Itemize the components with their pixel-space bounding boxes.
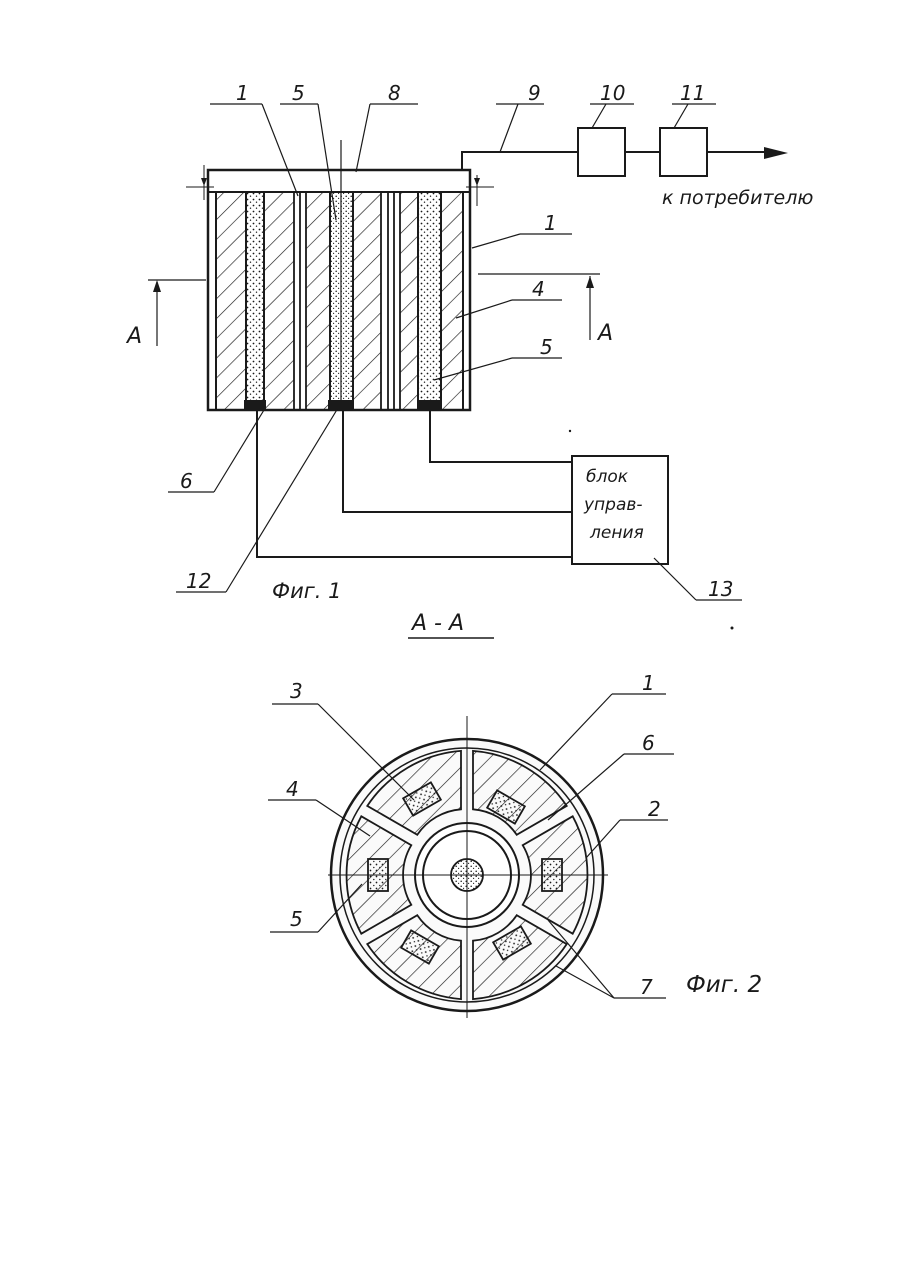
callout-10: 10: [600, 81, 625, 105]
fuel-rod-left: [244, 192, 266, 410]
section-title: А - А: [410, 611, 464, 636]
control-block: блок управ- ления: [257, 410, 668, 564]
callout-fig2-3: 3: [290, 679, 303, 703]
callout-fig2-7: 7: [640, 975, 653, 999]
box-11: [660, 128, 707, 176]
control-block-line-2: управ-: [583, 495, 643, 515]
callout-4: 4: [532, 277, 545, 301]
callout-12: 12: [186, 569, 211, 593]
control-block-line-1: блок: [586, 467, 629, 487]
figure-1-caption: Фиг. 1: [272, 579, 341, 603]
callout-fig2-5: 5: [290, 907, 303, 931]
section-letter-right: А: [596, 321, 613, 346]
callout-fig2-1: 1: [642, 671, 655, 695]
fuel-rod-right: [417, 192, 442, 410]
callout-7: 1: [236, 81, 249, 105]
callout-8: 8: [388, 81, 401, 105]
callout-11: 11: [680, 81, 705, 105]
callout-fig2-2: 2: [648, 797, 661, 821]
figure-2-caption: Фиг. 2: [686, 972, 762, 998]
callout-fig2-6: 6: [642, 731, 655, 755]
figure-2: 3 1 6 4 2 5 7 Фиг. 2: [268, 671, 762, 1018]
callout-9: 9: [528, 81, 541, 105]
callout-1: 1: [544, 211, 557, 235]
callout-6: 6: [180, 469, 193, 493]
callout-13: 13: [708, 577, 733, 601]
consumer-label: к потребителю: [662, 187, 813, 209]
callout-5: 5: [540, 335, 553, 359]
box-10: [578, 128, 625, 176]
callout-5-top: 5: [292, 81, 305, 105]
callout-fig2-4: 4: [286, 777, 299, 801]
figure-1: А А к потребителю блок управ- ления: [125, 81, 813, 603]
fuel-rod-center: [328, 140, 354, 410]
arrow-to-consumer: [764, 147, 788, 159]
control-block-line-3: ления: [589, 523, 644, 543]
section-letter-left: А: [125, 324, 142, 349]
outlet-line: к потребителю: [462, 128, 813, 209]
